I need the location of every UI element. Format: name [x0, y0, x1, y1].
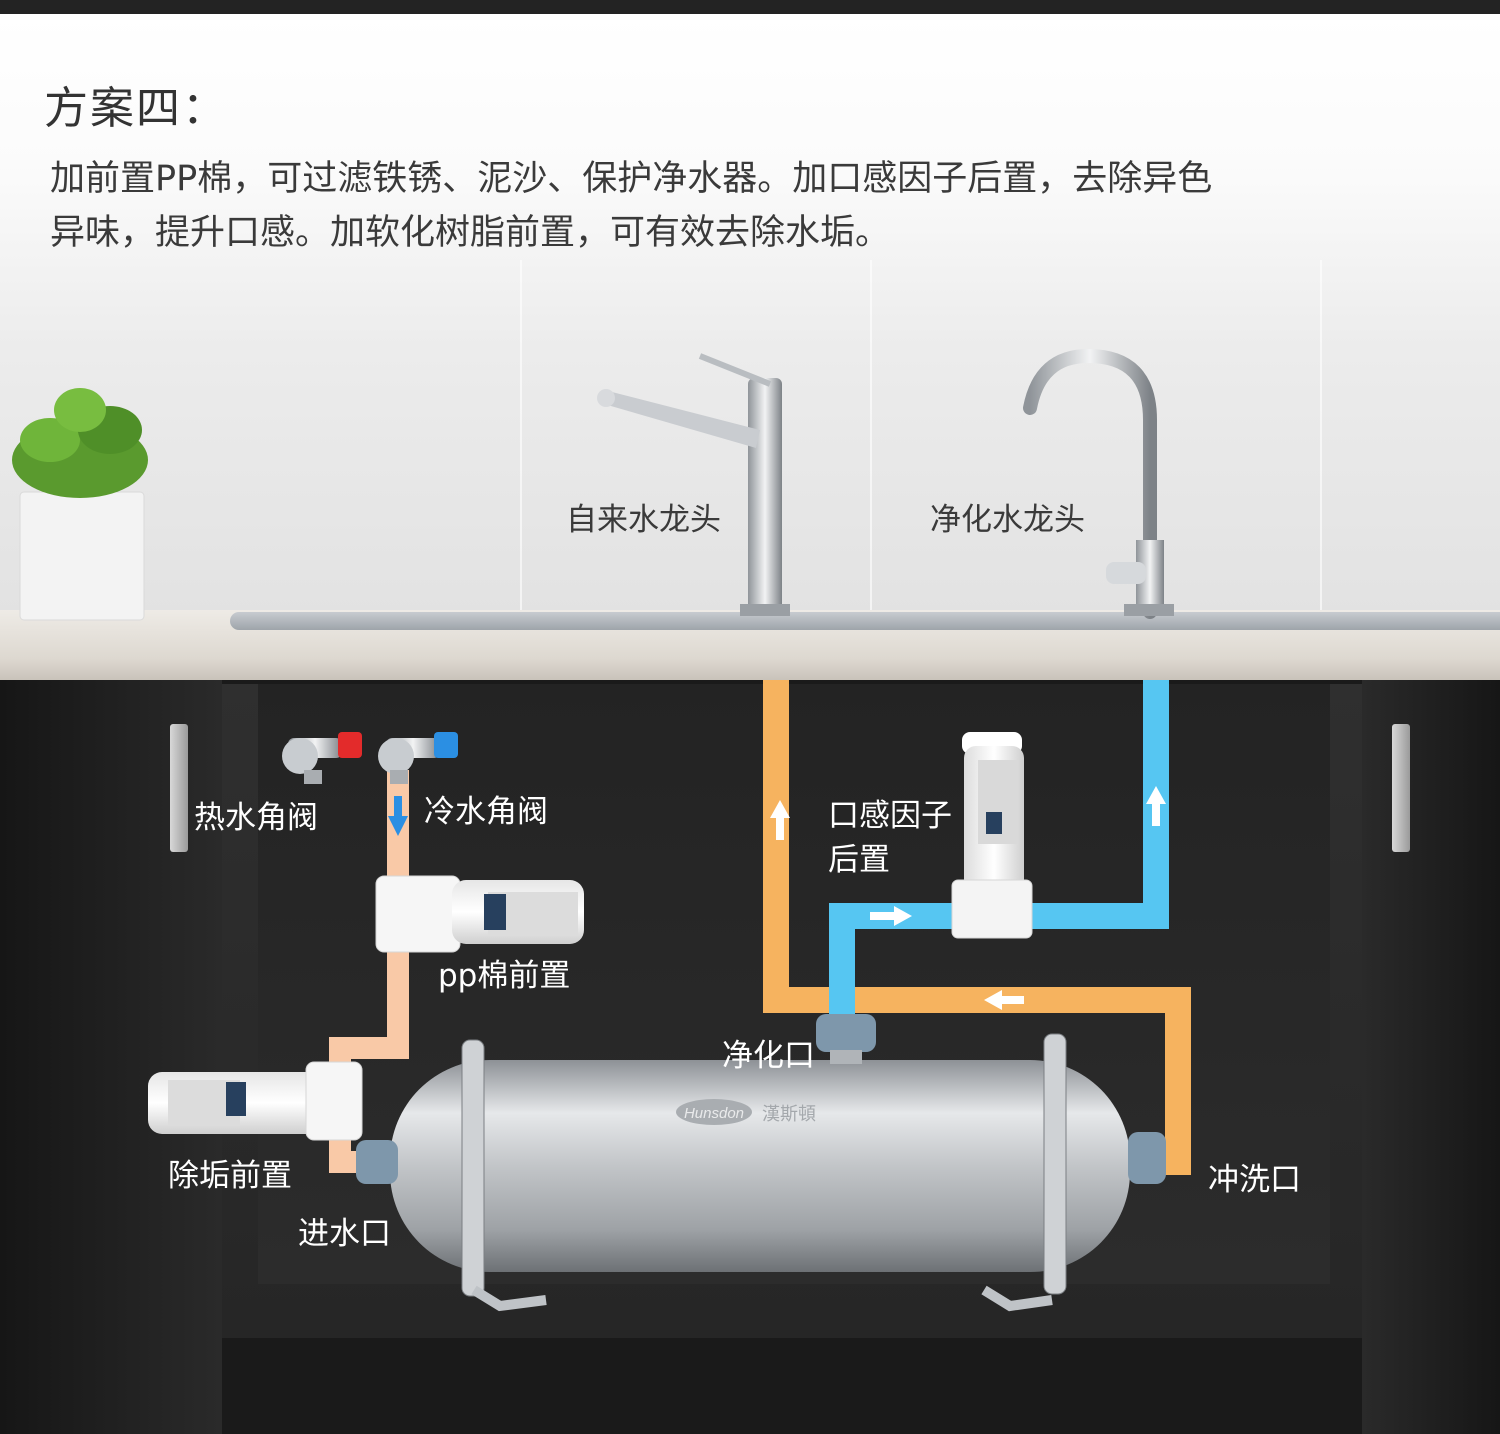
- potted-plant: [12, 388, 148, 620]
- brand-logo-text: Hunsdon: [684, 1105, 744, 1122]
- hot-valve-label: 热水角阀: [194, 792, 318, 837]
- taste-post-filter: [952, 732, 1032, 938]
- purified-faucet-label: 净化水龙头: [930, 494, 1085, 539]
- scale-prefilter-label: 除垢前置: [168, 1150, 292, 1195]
- tap-water-faucet-label: 自来水龙头: [566, 494, 721, 539]
- taste-post-label-line1: 口感因子: [828, 790, 952, 835]
- taste-post-label-line2: 后置: [828, 834, 890, 879]
- flush-outlet-label: 冲洗口: [1208, 1154, 1301, 1199]
- pp-prefilter-label: pp棉前置: [438, 950, 570, 995]
- tap-water-faucet: [597, 356, 790, 616]
- descaling-prefilter: [148, 1062, 362, 1140]
- water-inlet-label: 进水口: [298, 1208, 391, 1253]
- hot-angle-valve: [282, 732, 362, 784]
- brand-name: 漢斯頓: [762, 1104, 816, 1125]
- purified-outlet-label: 净化口: [722, 1030, 815, 1075]
- cold-valve-label: 冷水角阀: [424, 786, 548, 831]
- cold-angle-valve: [378, 732, 458, 784]
- purified-water-faucet: [1030, 356, 1174, 616]
- pp-cotton-prefilter: [376, 876, 584, 952]
